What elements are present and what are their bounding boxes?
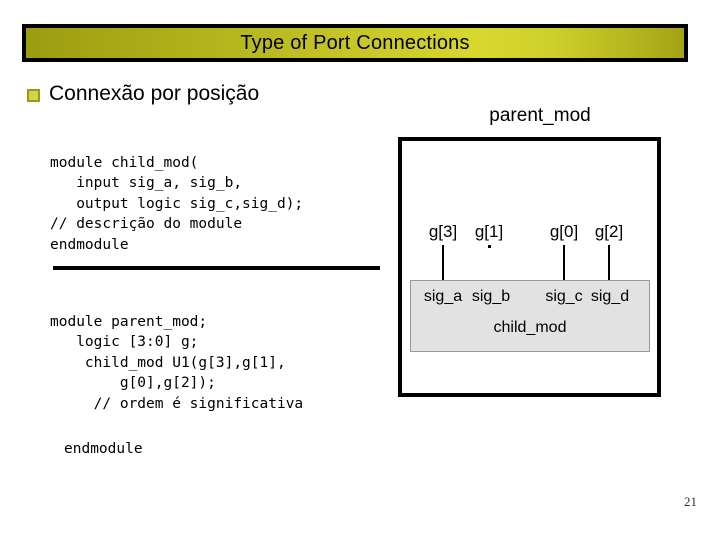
- child-module-name: child_mod: [493, 319, 567, 336]
- page-number: 21: [684, 494, 697, 509]
- bullet-heading: Connexão por posição: [27, 82, 259, 106]
- port-label-sig-d: sig_d: [590, 288, 630, 305]
- net-label-g0: g[0]: [549, 222, 579, 241]
- wire-g3-to-sig-a: [442, 245, 444, 281]
- wire-g0-to-sig-c: [563, 245, 565, 281]
- wire-g2-to-sig-d: [608, 245, 610, 281]
- port-label-sig-b: sig_b: [471, 288, 511, 305]
- slide-title-banner: Type of Port Connections: [22, 24, 688, 62]
- bullet-heading-label: Connexão por posição: [49, 82, 260, 105]
- port-label-sig-a: sig_a: [423, 288, 463, 305]
- square-bullet-icon: [27, 89, 40, 102]
- code-block-child-module: module child_mod( input sig_a, sig_b, ou…: [50, 154, 304, 253]
- port-connection-diagram: parent_mod g[3] g[1] g[0] g[2] sig_a sig…: [390, 100, 680, 405]
- code-divider: [53, 266, 380, 270]
- wire-stub-g1-to-sig-b: [488, 245, 491, 248]
- child-module-box: sig_a sig_b sig_c sig_d child_mod: [410, 280, 650, 352]
- net-label-g1: g[1]: [474, 222, 504, 241]
- parent-module-box: [398, 137, 661, 397]
- net-label-g2: g[2]: [594, 222, 624, 241]
- code-block-parent-module: module parent_mod; logic [3:0] g; child_…: [50, 313, 304, 412]
- net-label-g3: g[3]: [428, 222, 458, 241]
- page-title: Type of Port Connections: [240, 31, 470, 54]
- code-block-endmodule: endmodule: [64, 440, 143, 457]
- parent-module-label: parent_mod: [489, 105, 591, 126]
- port-label-sig-c: sig_c: [545, 288, 583, 305]
